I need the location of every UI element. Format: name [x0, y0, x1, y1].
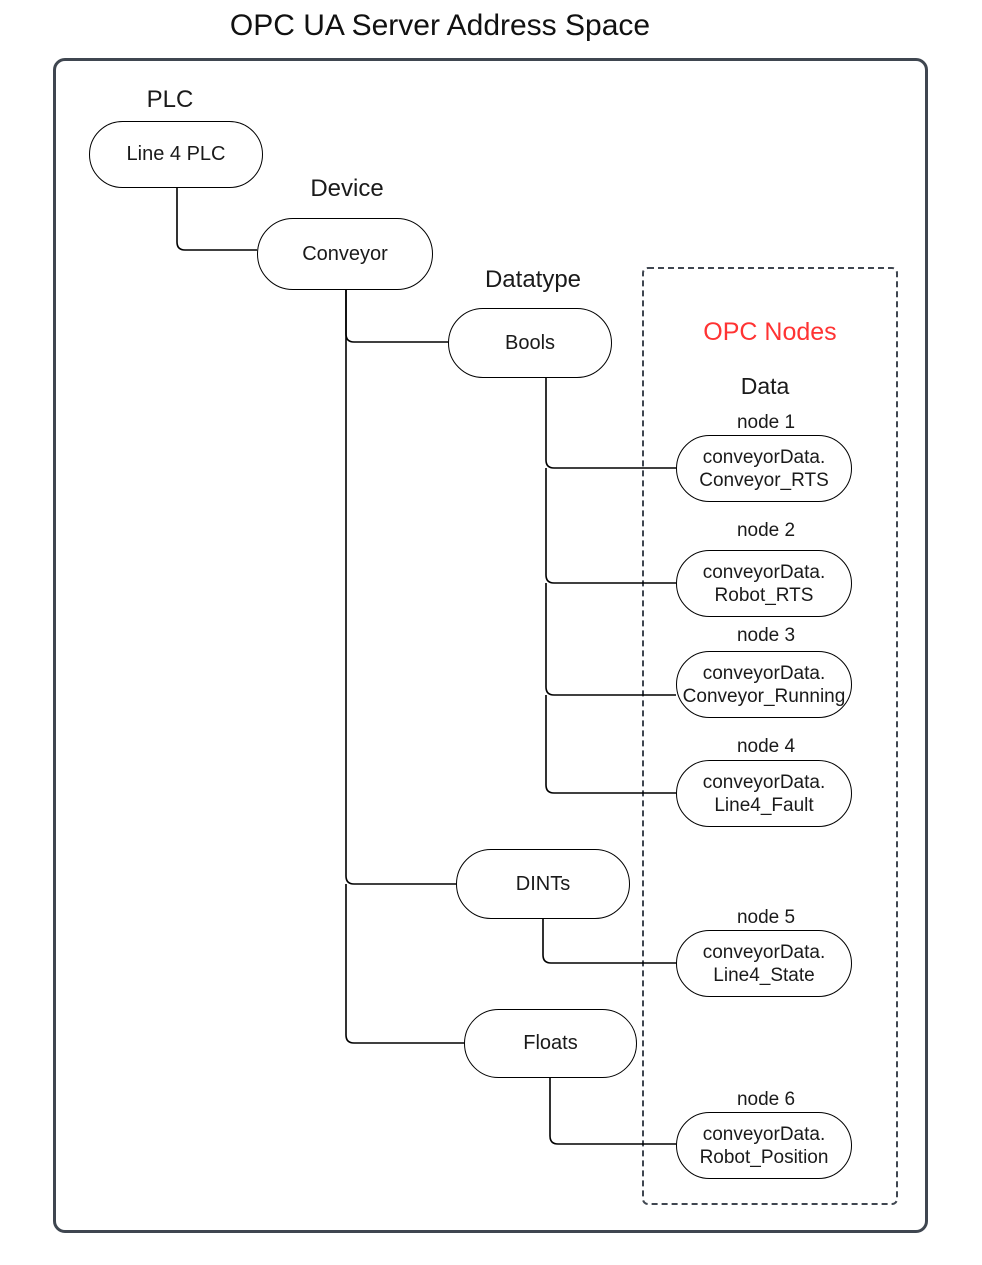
node4-value-line1: conveyorData.	[702, 771, 826, 793]
device-group-label: Device	[310, 175, 384, 202]
node3-value-line1: conveyorData.	[702, 662, 826, 684]
data-group-label: Data	[740, 373, 790, 399]
node3-oval: conveyorData. Conveyor_Running	[676, 651, 852, 718]
device-node-label: Conveyor	[302, 242, 388, 265]
node1-value-line2: Conveyor_RTS	[699, 469, 829, 491]
datatype-label-dints: DINTs	[515, 872, 571, 895]
opc-nodes-title: OPC Nodes	[703, 318, 837, 346]
node5-oval: conveyorData. Line4_State	[676, 930, 852, 997]
node2-value-line1: conveyorData.	[702, 561, 826, 583]
node6-value-line1: conveyorData.	[702, 1123, 826, 1145]
node6-oval: conveyorData. Robot_Position	[676, 1112, 852, 1179]
node2-value-line2: Robot_RTS	[714, 584, 814, 606]
datatype-label-bools: Bools	[504, 331, 556, 354]
node4-value-line2: Line4_Fault	[714, 794, 814, 816]
node3-value-line2: Conveyor_Running	[682, 685, 846, 707]
node6-label: node 6	[736, 1089, 796, 1110]
node1-oval: conveyorData. Conveyor_RTS	[676, 435, 852, 502]
node4-oval: conveyorData. Line4_Fault	[676, 760, 852, 827]
plc-node-label: Line 4 PLC	[126, 143, 226, 165]
node1-value-line1: conveyorData.	[702, 446, 826, 468]
device-node-oval: Conveyor	[257, 218, 433, 290]
datatype-oval-dints: DINTs	[456, 849, 630, 919]
datatype-oval-bools: Bools	[448, 308, 612, 378]
node1-label: node 1	[736, 412, 796, 433]
datatype-group-label: Datatype	[484, 266, 582, 293]
node4-label: node 4	[736, 736, 796, 757]
node2-oval: conveyorData. Robot_RTS	[676, 550, 852, 617]
node5-value-line2: Line4_State	[713, 964, 815, 986]
plc-node-oval: Line 4 PLC	[89, 121, 263, 188]
datatype-label-floats: Floats	[523, 1032, 578, 1054]
node5-value-line1: conveyorData.	[702, 941, 826, 963]
address-space-border	[53, 58, 928, 1233]
node2-label: node 2	[736, 520, 796, 541]
diagram-title: OPC UA Server Address Space	[229, 9, 651, 42]
node6-value-line2: Robot_Position	[699, 1146, 829, 1168]
node5-label: node 5	[736, 907, 796, 928]
datatype-oval-floats: Floats	[464, 1009, 637, 1078]
node3-label: node 3	[736, 625, 796, 646]
plc-group-label: PLC	[146, 86, 194, 113]
